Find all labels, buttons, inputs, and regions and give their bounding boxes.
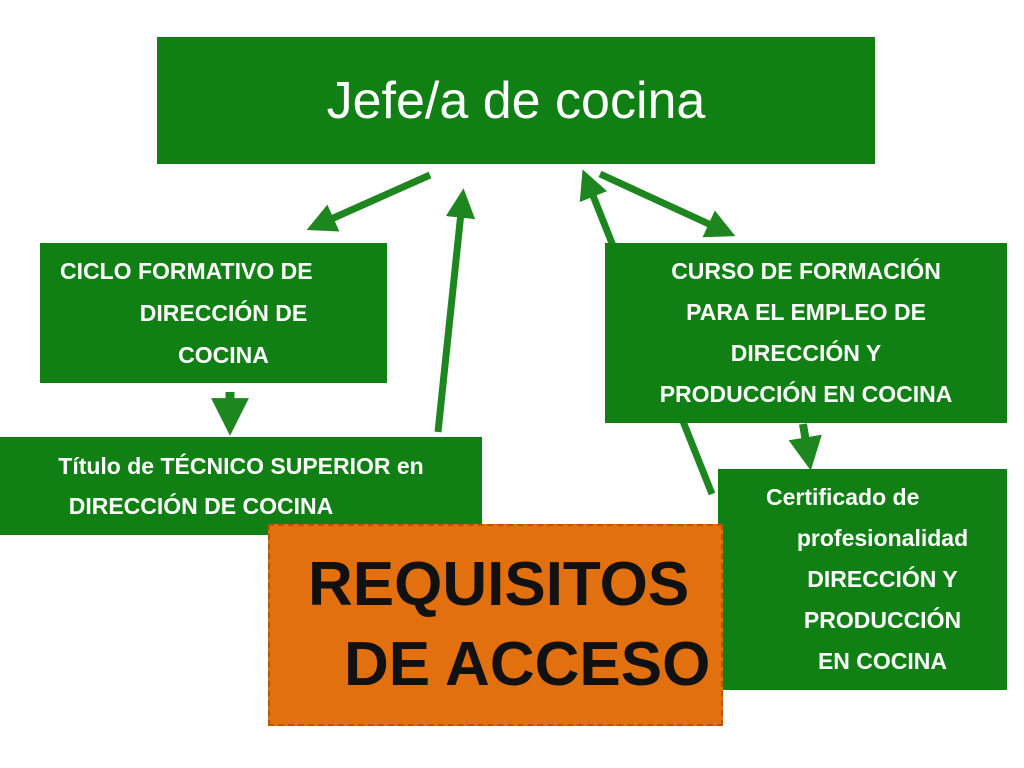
curso-formacion-box: CURSO DE FORMACIÓN PARA EL EMPLEO DE DIR… <box>605 243 1007 423</box>
jefe-de-cocina-label: Jefe/a de cocina <box>326 71 706 130</box>
curso-line-3: DIRECCIÓN Y <box>730 340 882 366</box>
arrow-titulo-to-top <box>434 188 476 433</box>
ciclo-line-3: COCINA <box>178 342 269 368</box>
requisitos-line-1: REQUISITOS <box>308 550 690 619</box>
arrow-curso-to-certificado <box>788 423 822 471</box>
curso-line-1: CURSO DE FORMACIÓN <box>671 258 941 284</box>
certificado-line-4: PRODUCCIÓN <box>803 607 962 633</box>
certificado-line-1: Certificado de <box>766 484 920 510</box>
certificado-line-3: DIRECCIÓN Y <box>807 566 958 592</box>
certificado-line-5: EN COCINA <box>817 648 948 674</box>
titulo-line-2: DIRECCIÓN DE COCINA <box>68 493 334 519</box>
titulo-tecnico-box: Título de TÉCNICO SUPERIOR en DIRECCIÓN … <box>0 437 482 535</box>
ciclo-formativo-box: CICLO FORMATIVO DE DIRECCIÓN DE COCINA <box>40 243 387 383</box>
arrow-top-to-ciclo <box>306 171 432 232</box>
requisitos-line-2: DE ACCESO <box>344 630 711 699</box>
curso-line-4: PRODUCCIÓN EN COCINA <box>659 381 953 407</box>
certificado-line-2: profesionalidad <box>796 525 969 551</box>
jefe-de-cocina-box: Jefe/a de cocina <box>157 37 875 164</box>
requisitos-de-acceso-box: REQUISITOS DE ACCESO <box>268 524 723 726</box>
certificado-profesionalidad-box: Certificado de profesionalidad DIRECCIÓN… <box>718 469 1007 690</box>
titulo-line-1: Título de TÉCNICO SUPERIOR en <box>58 453 424 479</box>
curso-line-2: PARA EL EMPLEO DE <box>686 299 926 325</box>
ciclo-line-2: DIRECCIÓN DE <box>139 300 308 326</box>
arrow-top-to-curso <box>598 170 736 238</box>
ciclo-line-1: CICLO FORMATIVO DE <box>60 258 313 284</box>
